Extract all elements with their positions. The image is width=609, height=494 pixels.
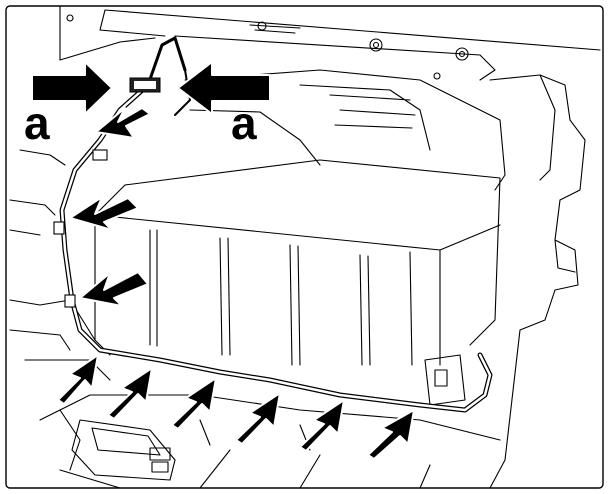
clip-face: [134, 81, 156, 89]
retainer-clip: [92, 149, 108, 161]
inner-housing: [184, 69, 506, 191]
upper-bolt-center: [372, 41, 380, 49]
arrows: [31, 61, 415, 460]
small-hole: [433, 72, 441, 80]
right-bracket-inner: [539, 74, 556, 181]
inner-housing-edge: [189, 109, 321, 166]
right-connector: [424, 354, 466, 406]
upper-bolt: [455, 47, 469, 61]
upper-panel: [59, 5, 601, 61]
arrow-harness: [299, 399, 345, 452]
arrow-harness: [235, 392, 281, 445]
figure-frame: [5, 5, 604, 489]
housing-top-edge: [124, 159, 501, 346]
connector-tab: [151, 461, 169, 473]
connector-tab: [149, 447, 171, 461]
upper-bolt-center: [458, 50, 466, 58]
harness-clip: [129, 77, 161, 93]
arrow-harness: [171, 377, 217, 430]
left-wall: [9, 199, 56, 236]
housing-ribs: [149, 229, 413, 366]
harness-retainers: [53, 149, 108, 308]
right-bracket-tab: [554, 239, 576, 273]
arrow-harness: [57, 354, 99, 405]
callout-label-a-right: a: [231, 97, 257, 149]
wiring-harness: [59, 36, 493, 413]
callout-label-a-left: a: [24, 97, 50, 149]
harness-riser: [146, 36, 187, 87]
right-connector-plug: [434, 369, 448, 387]
housing-front-edge: [94, 214, 501, 251]
arrow-release: [95, 107, 151, 139]
arrow-squeeze-left: [31, 61, 113, 115]
floor-front: [39, 394, 501, 441]
harness-core: [60, 83, 492, 412]
floor-grid: [59, 449, 431, 489]
upper-bolt: [257, 21, 267, 31]
retainer-clip: [53, 221, 65, 235]
arrow-harness: [107, 367, 153, 420]
arrow-harness: [367, 409, 415, 460]
arrow-retainer: [69, 196, 139, 231]
harness-tail: [174, 69, 191, 116]
vehicle-structure: [9, 5, 601, 489]
housing-ribs-back: [156, 229, 371, 366]
left-wall-upper: [19, 149, 66, 166]
connector-block-top: [91, 427, 161, 456]
arrow-squeeze-right: [177, 61, 271, 115]
upper-bolt: [369, 38, 383, 52]
small-hole: [66, 14, 74, 22]
retainer-clip: [64, 294, 76, 308]
right-bracket: [489, 74, 586, 489]
arrow-retainer: [79, 271, 149, 307]
connector-block: [71, 419, 176, 481]
inner-housing-ribs: [299, 84, 431, 151]
